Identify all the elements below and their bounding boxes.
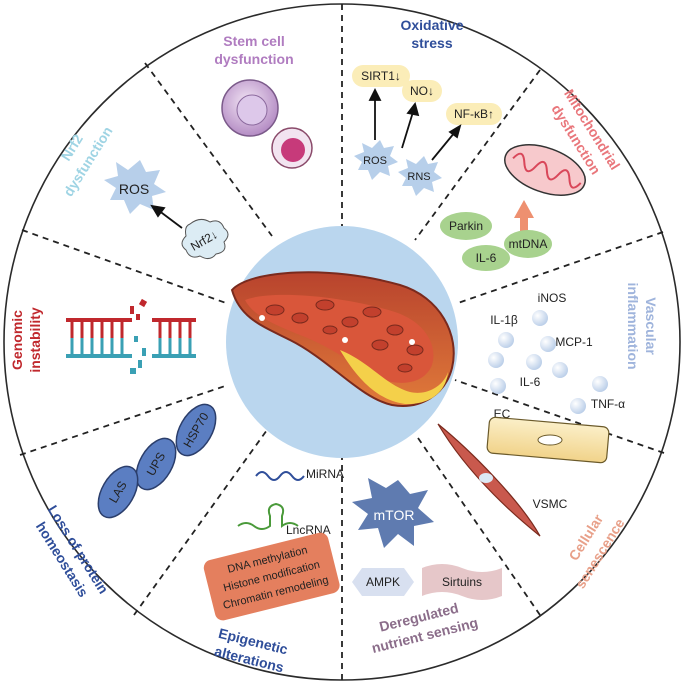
no-pill (402, 80, 442, 102)
vsmc-label: VSMC (533, 497, 568, 511)
segment-vascular-inflammation: Vascular inflammation IL-1β iNOS MCP-1 I… (488, 282, 659, 414)
ups-pill (135, 437, 177, 491)
vascular-il6-label: IL-6 (520, 375, 541, 389)
ros-burst-icon (354, 140, 398, 180)
segment-genomic-instability: Genomic instability (9, 298, 196, 374)
genomic-title-2: instability (27, 307, 43, 373)
rns-label: RNS (407, 171, 430, 183)
mitochondrion-icon (504, 144, 586, 196)
oxidative-title-1: Oxidative (400, 17, 463, 33)
nrf2-ros-burst-icon (104, 160, 166, 214)
stem-cell-title-1: Stem cell (223, 33, 284, 49)
ampk-hexagon (352, 568, 414, 596)
segment-stem-cell: Stem cell dysfunction (214, 33, 313, 169)
dna-break-icon (66, 298, 196, 374)
mcp1-label: MCP-1 (555, 335, 593, 349)
nrf2-cloud-icon (181, 218, 229, 260)
hsp70-pill (175, 403, 217, 457)
mtor-label: mTOR (374, 507, 415, 523)
las-pill (97, 465, 139, 519)
blood-vessel-illustration (230, 271, 455, 407)
parkin-blob (440, 212, 492, 240)
vascular-title-2: inflammation (625, 282, 641, 369)
sirtuins-label: Sirtuins (442, 575, 482, 589)
mtdna-label: mtDNA (509, 237, 548, 251)
mtor-burst-icon (352, 478, 434, 548)
vascular-title-1: Vascular (643, 297, 659, 355)
lncrna-icon (237, 502, 299, 530)
genomic-title-1: Genomic (9, 310, 25, 370)
ros-label: ROS (363, 155, 387, 167)
nfkb-label: NF-κB↑ (454, 107, 494, 121)
il6-blob (462, 245, 510, 271)
cytokine-bubbles (488, 310, 608, 414)
segment-oxidative-stress: Oxidative stress SIRT1↓ NO↓ NF-κB↑ ROS R… (352, 17, 502, 196)
mito-il6-label: IL-6 (476, 251, 497, 265)
rns-burst-icon (398, 156, 442, 196)
il1b-label: IL-1β (490, 313, 518, 327)
nrf2-ros-label: ROS (119, 181, 149, 197)
tnfa-label: TNF-α (591, 397, 625, 411)
mito-arrow-icon (514, 200, 534, 232)
mtdna-blob (504, 230, 552, 258)
epigenetic-box: DNA methylation Histone modification Chr… (203, 532, 340, 621)
mirna-icon (255, 471, 305, 481)
sirt1-label: SIRT1↓ (361, 69, 401, 83)
inos-label: iNOS (538, 291, 567, 305)
segment-dividers (19, 4, 665, 680)
ampk-label: AMPK (366, 575, 400, 589)
oxidative-title-2: stress (411, 35, 452, 51)
no-label: NO↓ (410, 84, 434, 98)
nfkb-pill (446, 103, 502, 125)
segment-epigenetic: MiRNA LncRNA DNA methylation Histone mod… (203, 467, 344, 676)
parkin-label: Parkin (449, 219, 483, 233)
sirt1-pill (352, 65, 410, 87)
stem-cell-title-2: dysfunction (214, 51, 293, 67)
sirtuins-banner (422, 564, 502, 600)
mirna-label: MiRNA (306, 467, 344, 481)
